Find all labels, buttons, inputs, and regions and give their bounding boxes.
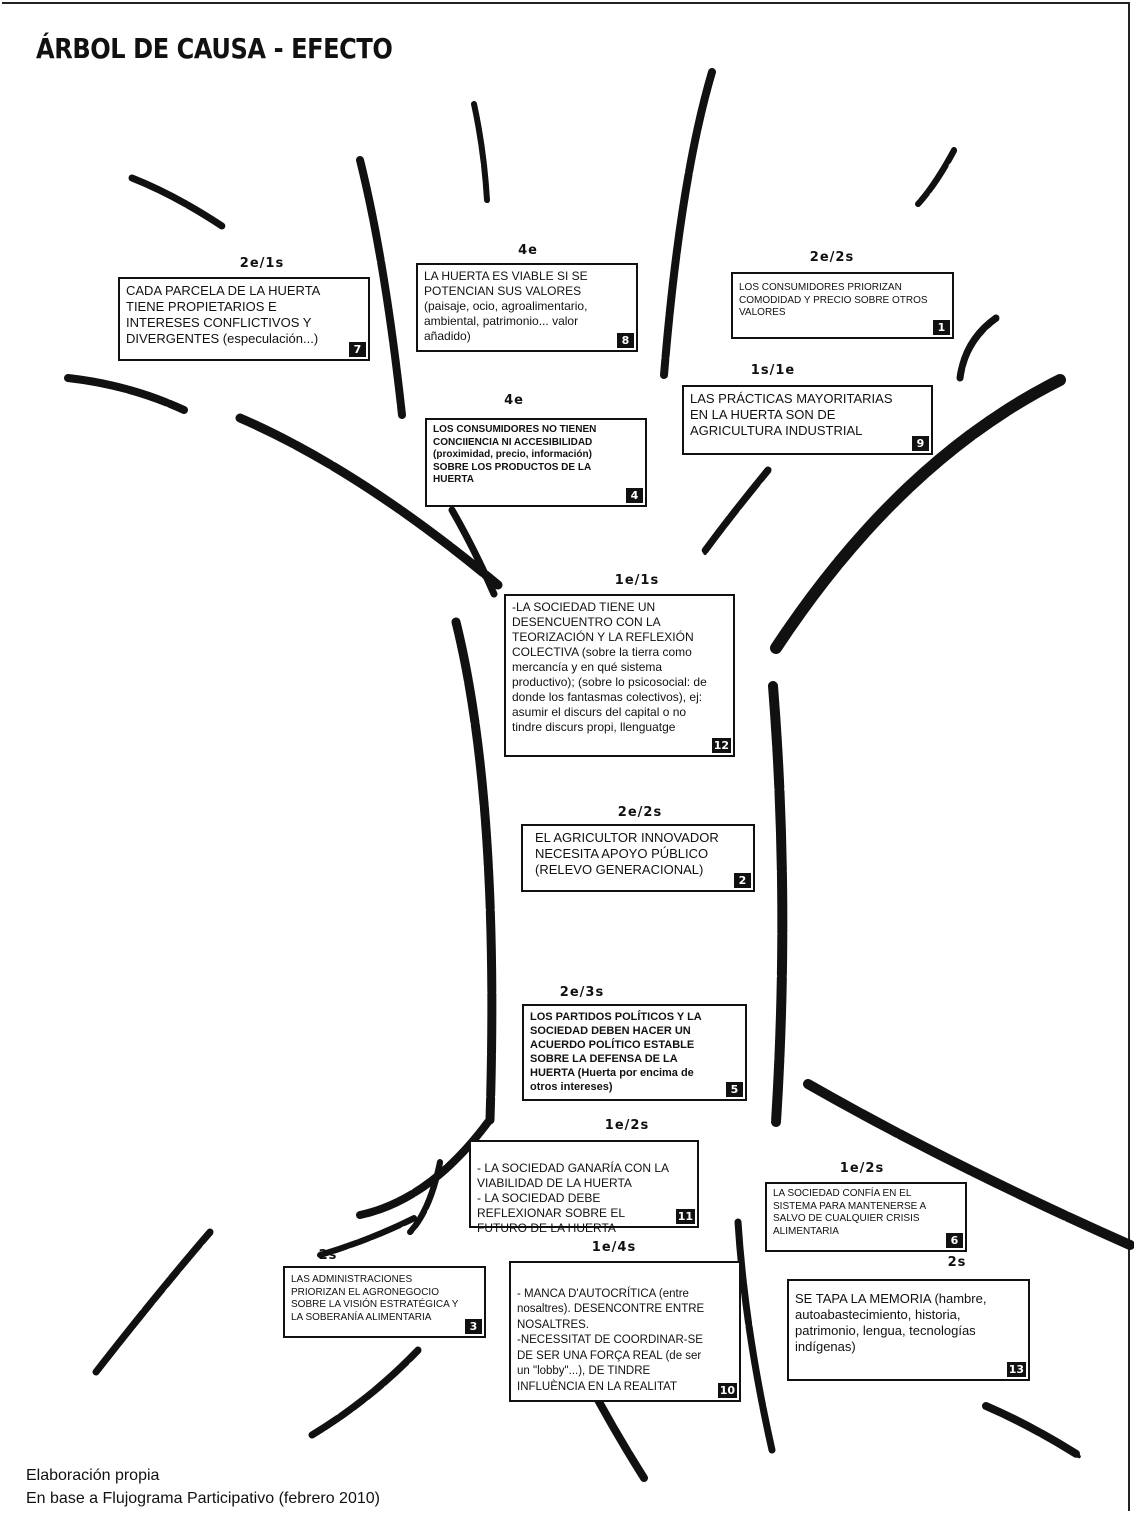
tree-branch-texture — [737, 1221, 775, 1454]
tree-branch-texture — [959, 317, 1000, 382]
node-6-score: 1e/2s — [839, 1161, 885, 1176]
node-4-number: 4 — [626, 488, 643, 503]
node-9-number: 9 — [912, 436, 929, 451]
node-13-text: SE TAPA LA MEMORIA (hambre, autoabasteci… — [795, 1291, 987, 1354]
node-11-box: - LA SOCIEDAD GANARÍA CON LA VIABILIDAD … — [469, 1140, 699, 1235]
node-2-score: 2e/2s — [617, 805, 663, 820]
node-13-box: SE TAPA LA MEMORIA (hambre, autoabasteci… — [787, 1279, 1030, 1381]
node-12-score: 1e/1s — [614, 573, 660, 588]
tree-branch-stroke — [700, 466, 772, 556]
node-6-box: LA SOCIEDAD CONFÍA EN EL SISTEMA PARA MA… — [765, 1182, 967, 1252]
node-10-text: - MANCA D'AUTOCRÍTICA (entre nosaltres).… — [517, 1287, 705, 1393]
tree-branch-texture — [917, 150, 957, 207]
node-1-number: 1 — [933, 320, 950, 335]
node-10-box: - MANCA D'AUTOCRÍTICA (entre nosaltres).… — [509, 1261, 741, 1402]
tree-branch-texture — [319, 1218, 417, 1258]
node-7-text: CADA PARCELA DE LA HUERTA TIENE PROPIETA… — [126, 283, 320, 346]
node-2-box: EL AGRICULTOR INNOVADOR NECESITA APOYO P… — [521, 824, 755, 892]
tree-branch-texture — [597, 1399, 647, 1482]
tree-branch-texture — [772, 685, 787, 1126]
node-12-number: 12 — [711, 738, 731, 753]
node-11-text: - LA SOCIEDAD GANARÍA CON LA VIABILIDAD … — [477, 1161, 669, 1235]
node-12-text: -LA SOCIEDAD TIENE UN DESENCUENTRO CON L… — [512, 600, 707, 734]
tree-branch-stroke — [407, 1159, 443, 1235]
node-7-number: 7 — [349, 342, 366, 357]
node-8-score: 4e — [518, 243, 538, 258]
tree-branch-stroke — [915, 147, 957, 207]
node-4-text: LOS CONSUMIDORES NO TIENEN CONCIIENCIA N… — [433, 424, 597, 485]
tree-branch-texture — [474, 104, 490, 203]
tree-branch-texture — [95, 1231, 214, 1376]
node-4-score: 4e — [504, 393, 524, 408]
node-1-text: LOS CONSUMIDORES PRIORIZAN COMODIDAD Y P… — [739, 282, 928, 318]
node-4-box: LOS CONSUMIDORES NO TIENEN CONCIIENCIA N… — [425, 418, 647, 507]
node-11-number: 11 — [675, 1209, 695, 1224]
node-8-text: LA HUERTA ES VIABLE SI SE POTENCIAN SUS … — [424, 269, 588, 343]
node-12-box: -LA SOCIEDAD TIENE UN DESENCUENTRO CON L… — [504, 594, 735, 757]
tree-branch-stroke — [308, 1346, 422, 1439]
footer-line-1: Elaboración propia — [26, 1467, 160, 1484]
node-9-score: 1s/1e — [750, 363, 796, 378]
tree-branch-texture — [663, 71, 716, 379]
node-9-box: LAS PRÁCTICAS MAYORITARIAS EN LA HUERTA … — [682, 385, 933, 455]
tree-branch-stroke — [956, 314, 1000, 382]
node-3-score: 2s — [318, 1248, 338, 1263]
node-7-score: 2e/1s — [239, 256, 285, 271]
node-5-box: LOS PARTIDOS POLÍTICOS Y LA SOCIEDAD DEB… — [522, 1004, 747, 1101]
tree-branch-texture — [807, 1083, 1134, 1249]
tree-branch-texture — [985, 1405, 1081, 1459]
tree-branch-texture — [67, 377, 187, 414]
node-13-number: 13 — [1006, 1362, 1026, 1377]
node-8-number: 8 — [617, 333, 634, 348]
node-3-text: LAS ADMINISTRACIONES PRIORIZAN EL AGRONE… — [291, 1274, 459, 1323]
node-10-number: 10 — [717, 1383, 737, 1398]
tree-branch-texture — [311, 1349, 422, 1439]
node-3-box: LAS ADMINISTRACIONES PRIORIZAN EL AGRONE… — [283, 1266, 486, 1338]
node-10-score: 1e/4s — [591, 1240, 637, 1255]
tree-branch-texture — [239, 417, 502, 589]
tree-branch-texture — [409, 1162, 443, 1235]
tree-branch-stroke — [92, 1228, 214, 1376]
tree-branch-texture — [451, 509, 497, 598]
tree-branch-stroke — [317, 1215, 417, 1258]
node-13-score: 2s — [947, 1255, 967, 1270]
node-5-score: 2e/3s — [559, 985, 605, 1000]
footer-line-2: En base a Flujograma Participativo (febr… — [26, 1490, 380, 1507]
tree-branch-texture — [131, 177, 225, 230]
node-2-number: 2 — [734, 873, 751, 888]
node-1-box: LOS CONSUMIDORES PRIORIZAN COMODIDAD Y P… — [731, 272, 954, 339]
node-11-score: 1e/2s — [604, 1118, 650, 1133]
tree-branch-texture — [359, 159, 405, 419]
tree-branch-texture — [455, 621, 496, 1124]
node-2-text: EL AGRICULTOR INNOVADOR NECESITA APOYO P… — [535, 830, 719, 877]
node-8-box: LA HUERTA ES VIABLE SI SE POTENCIAN SUS … — [416, 263, 638, 352]
node-1-score: 2e/2s — [809, 250, 855, 265]
node-3-number: 3 — [465, 1319, 482, 1334]
node-5-text: LOS PARTIDOS POLÍTICOS Y LA SOCIEDAD DEB… — [530, 1011, 702, 1093]
node-9-text: LAS PRÁCTICAS MAYORITARIAS EN LA HUERTA … — [690, 391, 893, 438]
tree-branch-stroke — [356, 1118, 492, 1219]
node-6-number: 6 — [946, 1233, 963, 1248]
tree-branch-texture — [774, 378, 1065, 653]
page-title: ÁRBOL DE CAUSA - EFECTO — [36, 32, 393, 65]
tree-branch-texture — [703, 469, 772, 556]
node-5-number: 5 — [726, 1082, 743, 1097]
node-6-text: LA SOCIEDAD CONFÍA EN EL SISTEMA PARA MA… — [773, 1188, 926, 1237]
node-7-box: CADA PARCELA DE LA HUERTA TIENE PROPIETA… — [118, 277, 370, 361]
